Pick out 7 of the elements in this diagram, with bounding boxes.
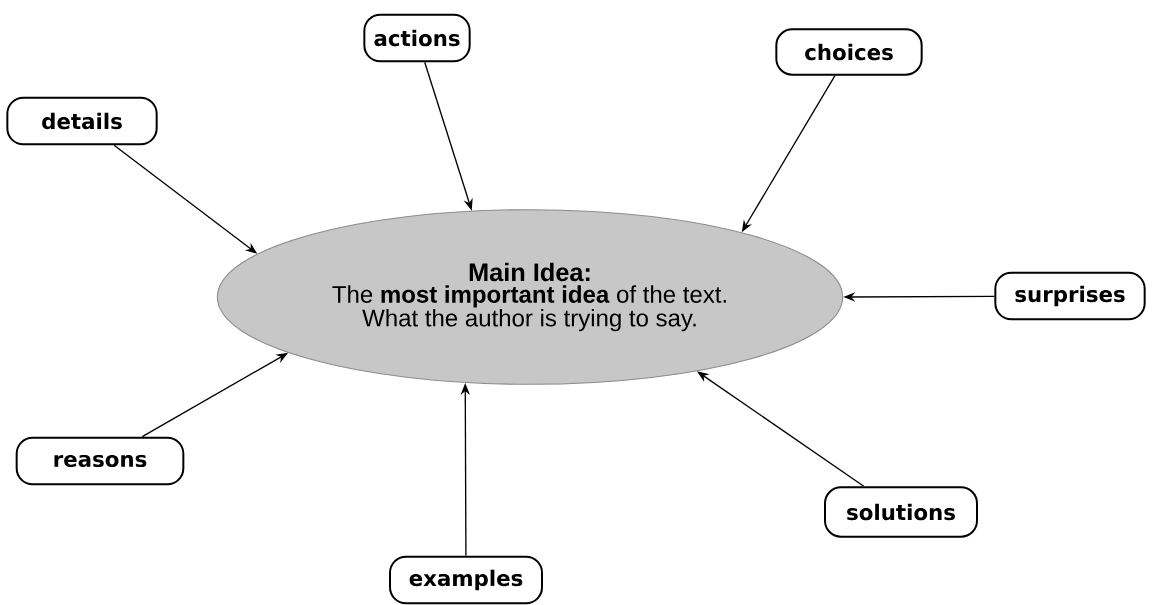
term-box: examples	[389, 555, 543, 605]
term-box: choices	[775, 28, 923, 76]
term-box: reasons	[15, 436, 185, 486]
term-box: details	[6, 96, 158, 146]
term-box: surprises	[994, 271, 1146, 321]
term-box: actions	[363, 13, 471, 63]
term-box: solutions	[824, 486, 978, 538]
